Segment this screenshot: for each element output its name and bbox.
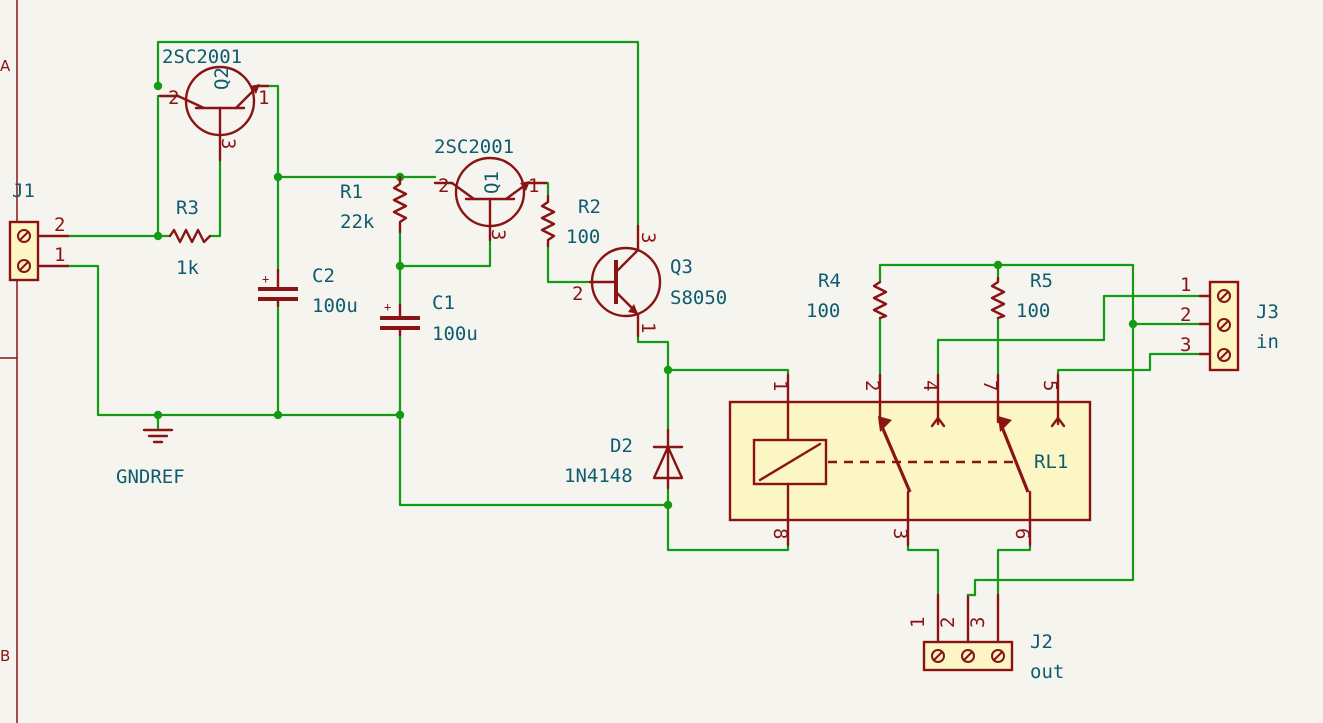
svg-text:+: +	[262, 272, 269, 286]
capacitor-c2: + C2 100u	[258, 265, 358, 317]
wires	[66, 40, 1202, 597]
j2-pin2: 2	[937, 617, 959, 628]
diode-d2: D2 1N4148	[564, 428, 684, 490]
transistor-q1: 2SC2001 Q1 2 1 3	[433, 136, 548, 242]
resistor-r5: R5 100	[990, 270, 1053, 322]
junctions	[153, 81, 1138, 510]
j3-pin3: 3	[1180, 334, 1191, 356]
connector-j2: 1 2 3 J2 out	[907, 593, 1064, 683]
c1-ref: C1	[432, 292, 455, 314]
j3-pin1: 1	[1180, 274, 1191, 296]
q2-pin3: 3	[217, 138, 239, 149]
rl1-pin6: 6	[1011, 528, 1033, 539]
rl1-pin2: 2	[861, 380, 883, 391]
capacitor-c1: + C1 100u	[380, 292, 478, 345]
frame-row-a: A	[0, 57, 11, 75]
q1-pin2: 2	[438, 175, 449, 197]
j2-pin3: 3	[967, 617, 989, 628]
rl1-pin4: 4	[919, 380, 941, 391]
r1-value: 22k	[340, 211, 375, 233]
r5-ref: R5	[1030, 270, 1053, 292]
q3-pin1: 1	[637, 322, 659, 333]
r3-value: 1k	[176, 257, 199, 279]
resistor-r3: R3 1k	[168, 197, 212, 279]
ground-gndref: GNDREF	[116, 413, 185, 488]
r2-value: 100	[566, 226, 600, 248]
q2-ref: Q2	[211, 67, 233, 90]
j2-value: out	[1030, 661, 1064, 683]
q2-pin2: 2	[168, 87, 179, 109]
j1-pin2: 2	[54, 214, 65, 236]
rl1-pin5: 5	[1039, 380, 1061, 391]
rl1-pin3: 3	[889, 528, 911, 539]
d2-ref: D2	[610, 435, 633, 457]
transistor-q2: 2SC2001 Q2 2 1 3	[158, 46, 269, 162]
r3-ref: R3	[176, 197, 199, 219]
c1-value: 100u	[432, 323, 478, 345]
rl1-pin8: 8	[769, 528, 791, 539]
rl1-ref: RL1	[1034, 451, 1068, 473]
j3-pin2: 2	[1180, 304, 1191, 326]
resistor-r2: R2 100	[540, 194, 601, 248]
connector-j1: J1 2 1	[8, 180, 70, 282]
q3-pin3: 3	[637, 232, 659, 243]
sheet-frame: A B	[0, 0, 18, 723]
q2-pin1: 1	[258, 87, 269, 109]
q1-ref: Q1	[481, 171, 503, 194]
gnd-ref: GNDREF	[116, 466, 185, 488]
connector-j3: 1 2 3 J3 in	[1180, 274, 1279, 372]
frame-row-b: B	[0, 647, 10, 665]
j1-ref: J1	[12, 180, 35, 202]
q1-pin3: 3	[487, 229, 509, 240]
svg-text:+: +	[384, 300, 391, 314]
q1-pin1: 1	[528, 175, 539, 197]
q2-value: 2SC2001	[162, 46, 242, 68]
r4-value: 100	[806, 300, 840, 322]
j3-value: in	[1256, 331, 1279, 353]
relay-rl1: RL1 1 2 4 7 5 8 3 6	[728, 373, 1092, 547]
j2-ref: J2	[1030, 631, 1053, 653]
c2-value: 100u	[312, 295, 358, 317]
q1-value: 2SC2001	[434, 136, 514, 158]
j1-pin1: 1	[54, 244, 65, 266]
rl1-pin7: 7	[979, 380, 1001, 391]
c2-ref: C2	[312, 265, 335, 287]
transistor-q3: Q3 S8050 2 3 1	[572, 224, 727, 338]
q3-pin2: 2	[572, 283, 583, 305]
resistor-r1: R1 22k	[340, 175, 408, 234]
r4-ref: R4	[818, 270, 841, 292]
d2-value: 1N4148	[564, 465, 633, 487]
r1-ref: R1	[340, 181, 363, 203]
j3-ref: J3	[1256, 301, 1279, 323]
rl1-pin1: 1	[769, 380, 791, 391]
q3-ref: Q3	[670, 256, 693, 278]
r2-ref: R2	[578, 196, 601, 218]
r5-value: 100	[1016, 300, 1050, 322]
resistor-r4: R4 100	[806, 270, 888, 322]
q3-value: S8050	[670, 287, 727, 309]
j2-pin1: 1	[907, 617, 929, 628]
